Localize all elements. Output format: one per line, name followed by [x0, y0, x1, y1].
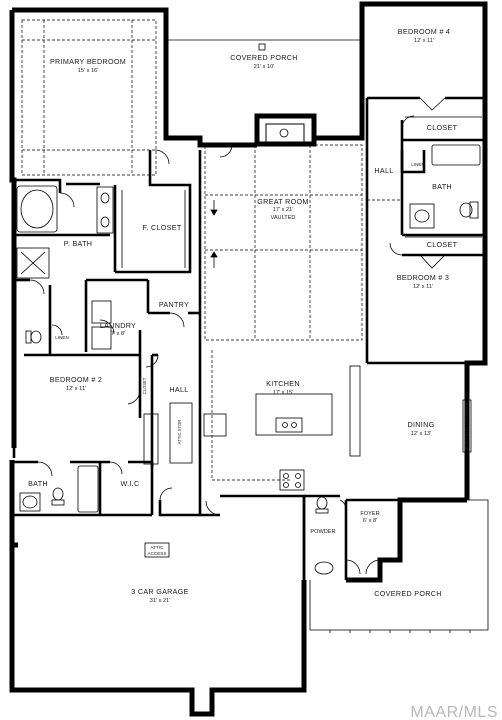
kitchen-dim: 17' x 15' — [273, 390, 294, 396]
front-porch — [309, 499, 489, 633]
garage-dim: 31' x 21' — [150, 598, 171, 604]
bath-right-label: BATH — [432, 182, 452, 191]
room-labels: PRIMARY BEDROOM 15' x 16' COVERED PORCH … — [28, 27, 469, 604]
watermark: MAAR/MLS — [410, 704, 498, 720]
great-room-note: VAULTED — [271, 215, 296, 221]
interior-walls — [12, 96, 485, 580]
powder-label: POWDER — [310, 529, 335, 535]
exterior-walls — [9, 1, 488, 717]
great-room-arrows — [210, 200, 218, 268]
pantry-label: PANTRY — [159, 300, 189, 309]
primary-bedroom-dim: 15' x 16' — [78, 68, 99, 74]
garage-label: 3 CAR GARAGE — [131, 587, 189, 596]
great-room-label: GREAT ROOM — [257, 197, 308, 206]
bedroom4-dim: 12' x 11' — [414, 38, 434, 44]
primary-bedroom-label: PRIMARY BEDROOM — [50, 57, 126, 66]
rear-porch-dim: 21' x 10' — [254, 64, 275, 70]
dining-dim: 12' x 13' — [411, 431, 432, 437]
doors — [29, 97, 446, 575]
linen-right-label: LINEN — [411, 162, 425, 167]
foyer-label: FOYER — [360, 511, 379, 517]
hall-right-label: HALL — [374, 166, 393, 175]
rear-porch — [166, 39, 362, 51]
bath-left-label: BATH — [28, 479, 48, 488]
bedroom2-label: BEDROOM # 2 — [50, 375, 102, 384]
fireplace — [254, 113, 317, 147]
bedroom4-label: BEDROOM # 4 — [398, 27, 450, 36]
laundry-label: LAUNDRY — [100, 321, 136, 330]
closet-b4-label: CLOSET — [427, 123, 458, 132]
front-porch-label: COVERED PORCH — [374, 589, 441, 598]
great-room-dim: 17' x 21' — [273, 207, 294, 213]
bedroom3-label: BEDROOM # 3 — [397, 273, 449, 282]
attic-access-line1: ATTIC — [151, 545, 165, 550]
kitchen-label: KITCHEN — [266, 379, 300, 388]
foyer-dim: 6' x 8' — [363, 518, 377, 524]
hall-left-label: HALL — [169, 385, 188, 394]
p-bath-label: P. BATH — [64, 239, 93, 248]
wic-label: W.I.C — [120, 479, 139, 488]
closet-b3-label: CLOSET — [427, 240, 458, 249]
dining-label: DINING — [408, 420, 435, 429]
bedroom2-dim: 12' x 11' — [66, 386, 86, 392]
plant-shelf-note: BUILT-IN PLANT SHELF — [464, 402, 469, 449]
attic-access-line2: ACCESS — [148, 551, 167, 556]
linen-left-label: LINEN — [55, 335, 69, 340]
fixtures — [16, 116, 482, 575]
f-closet-label: F. CLOSET — [142, 223, 181, 232]
attic-label: ATTIC STOR — [177, 420, 182, 445]
laundry-dim: 7' x 8' — [111, 331, 125, 337]
bedroom3-dim: 12' x 11' — [413, 284, 433, 290]
closet-vertical-label: CLOSET — [142, 377, 147, 394]
rear-porch-label: COVERED PORCH — [230, 53, 297, 62]
ceiling-lines — [21, 19, 400, 481]
